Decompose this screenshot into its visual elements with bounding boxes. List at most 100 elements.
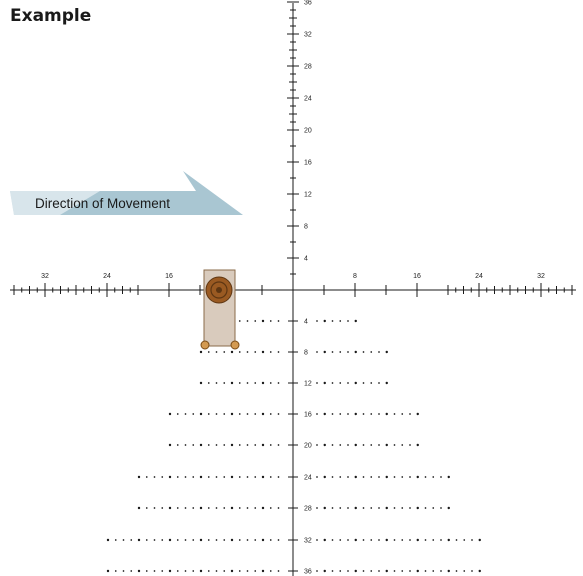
lower-tick-label: 12	[304, 381, 312, 388]
holdover-dot	[277, 476, 280, 478]
holdover-dot	[323, 350, 326, 354]
holdover-dot	[370, 476, 373, 478]
holdover-dot	[416, 475, 419, 479]
holdover-dot	[168, 538, 172, 542]
holdover-dot	[246, 539, 249, 541]
holdover-dot	[416, 443, 419, 447]
holdover-dot	[254, 382, 257, 384]
arrow-label: Direction of Movement	[35, 196, 170, 211]
holdover-dot	[145, 539, 148, 541]
holdover-dot	[145, 476, 148, 478]
holdover-dot	[362, 382, 365, 384]
holdover-dot	[323, 412, 326, 416]
holdover-dot	[230, 350, 234, 354]
holdover-dot	[184, 413, 187, 415]
holdover-dot	[316, 444, 318, 446]
holdover-dot	[215, 382, 218, 384]
holdover-dot	[168, 443, 172, 447]
holdover-dot	[370, 539, 373, 541]
holdover-dot	[323, 506, 326, 510]
holdover-dot	[447, 506, 450, 510]
holdover-dot	[416, 569, 419, 573]
reticle-ticks	[13, 1, 573, 572]
holdover-dot	[269, 413, 272, 415]
holdover-dot	[269, 351, 272, 353]
holdover-dot	[246, 413, 249, 415]
holdover-dot	[215, 413, 218, 415]
hit-marker-right	[230, 340, 240, 350]
holdover-dot	[230, 475, 234, 479]
holdover-dot	[269, 444, 272, 446]
holdover-dot	[347, 476, 349, 478]
holdover-dot	[354, 538, 357, 542]
holdover-dot	[254, 444, 257, 446]
holdover-dot	[385, 350, 388, 354]
holdover-dot	[223, 570, 226, 572]
holdover-dot	[401, 539, 404, 541]
holdover-dot	[432, 476, 435, 478]
holdover-dot	[106, 569, 110, 573]
holdover-dot	[362, 570, 365, 572]
holdover-dot	[269, 570, 272, 572]
holdover-dot	[347, 539, 349, 541]
holdover-dot	[316, 570, 318, 572]
holdover-dot	[215, 570, 218, 572]
holdover-dot	[238, 444, 241, 446]
holdover-dot	[238, 382, 241, 384]
lower-tick-label: 24	[304, 475, 312, 482]
holdover-dot	[261, 350, 265, 354]
holdover-dot	[176, 570, 179, 572]
holdover-dot	[339, 444, 342, 446]
horizontal-tick-label-right: 8	[353, 273, 357, 280]
holdover-dot	[161, 570, 164, 572]
holdover-dot	[176, 539, 179, 541]
holdover-dot	[168, 412, 172, 416]
holdover-dot	[378, 476, 380, 478]
holdover-dot	[207, 351, 210, 353]
holdover-dot	[331, 570, 334, 572]
holdover-dot	[447, 569, 450, 573]
vertical-tick-label: 20	[304, 128, 312, 135]
holdover-dot	[432, 539, 435, 541]
holdover-dot	[230, 443, 234, 447]
holdover-dot	[471, 570, 473, 572]
holdover-dot	[393, 444, 396, 446]
holdover-dot	[230, 538, 234, 542]
holdover-dot	[246, 476, 249, 478]
holdover-dot	[339, 320, 342, 322]
holdover-dot	[207, 444, 210, 446]
holdover-dot	[261, 569, 265, 573]
holdover-dot	[114, 570, 117, 572]
holdover-dot	[277, 570, 280, 572]
holdover-dot	[176, 507, 179, 509]
holdover-dot	[424, 539, 427, 541]
holdover-dot	[370, 382, 373, 384]
holdover-dot	[331, 382, 334, 384]
holdover-dot	[223, 413, 226, 415]
holdover-dot	[269, 476, 272, 478]
lower-tick-label: 36	[304, 569, 312, 576]
holdover-dot	[223, 444, 226, 446]
holdover-dot	[385, 412, 388, 416]
vertical-tick-label: 36	[304, 0, 312, 7]
holdover-dot	[378, 413, 380, 415]
holdover-dot	[316, 320, 318, 322]
holdover-dot	[347, 444, 349, 446]
holdover-dot	[393, 413, 396, 415]
holdover-dot	[238, 570, 241, 572]
holdover-dot	[339, 382, 342, 384]
holdover-dot	[432, 507, 435, 509]
arrow-shade	[10, 191, 100, 215]
holdover-dot	[238, 476, 241, 478]
holdover-dot	[354, 412, 357, 416]
holdover-dot	[238, 507, 241, 509]
holdover-dot	[354, 506, 357, 510]
holdover-dot	[254, 320, 257, 322]
holdover-dot	[215, 351, 218, 353]
holdover-dot	[238, 413, 241, 415]
holdover-dot	[192, 570, 195, 572]
holdover-dot	[199, 506, 203, 510]
holdover-dot	[316, 351, 318, 353]
holdover-dot	[401, 507, 404, 509]
